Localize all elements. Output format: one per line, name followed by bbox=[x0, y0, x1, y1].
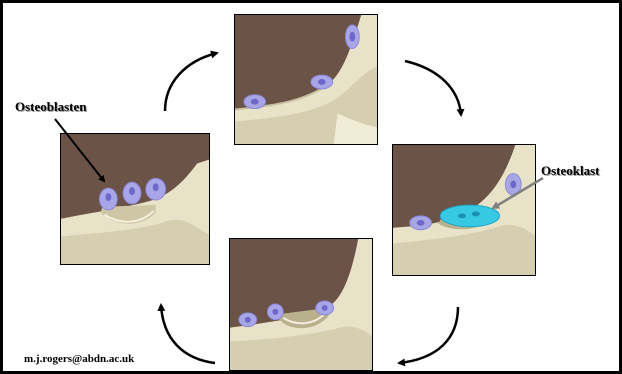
curved-arrow-icon bbox=[405, 61, 461, 115]
curved-arrow-icon bbox=[161, 305, 215, 363]
panel-osteoblast-formation bbox=[60, 133, 210, 265]
osteoblast-label: Osteoblasten bbox=[15, 99, 87, 115]
curved-arrow-icon bbox=[165, 53, 217, 111]
panel-resting-bone bbox=[234, 14, 378, 145]
osteoclast-label: Osteoklast bbox=[541, 163, 600, 179]
panel-osteoclast-resorption bbox=[392, 144, 536, 276]
credit-text: m.j.rogers@abdn.ac.uk bbox=[24, 353, 134, 365]
curved-arrow-icon bbox=[399, 307, 458, 363]
panel-resorption-pit bbox=[229, 238, 373, 371]
